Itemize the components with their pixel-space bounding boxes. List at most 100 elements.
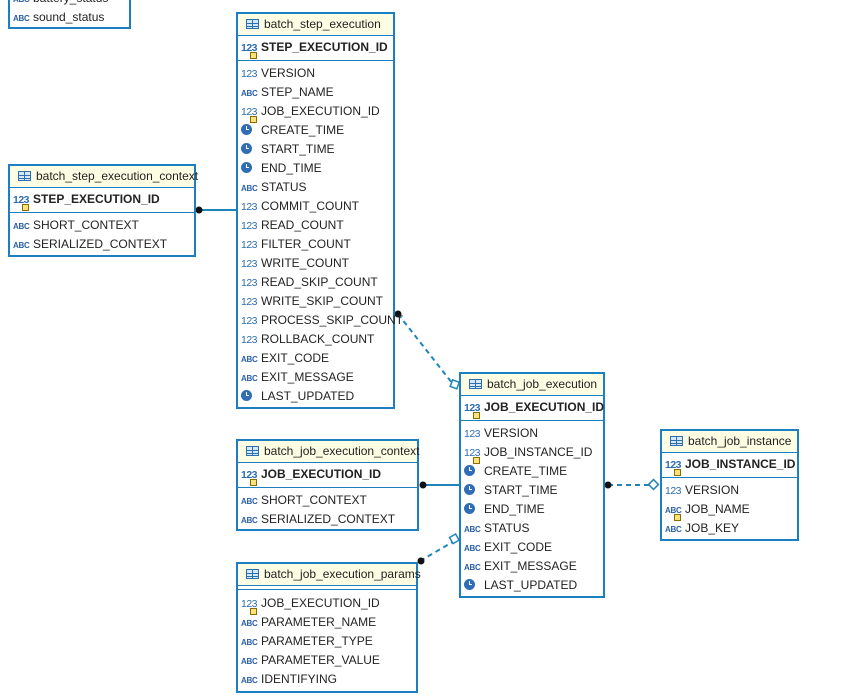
table-icon [469,379,482,389]
entity-title: batch_step_execution [264,17,381,31]
text-type-icon: ABC [241,638,258,647]
number-key-icon: 123 [13,191,30,211]
column-name: SERIALIZED_CONTEXT [33,237,168,251]
clock-icon [241,390,252,401]
table-icon [246,569,259,579]
number-type-icon: 123 [241,277,258,289]
text-type-icon: ABC [241,497,258,506]
number-key-icon: 123 [241,466,258,486]
text-type-icon: ABC [241,89,258,98]
column-name: CREATE_TIME [261,123,345,137]
clock-icon [241,122,257,141]
column-row: CREATE_TIME [238,121,393,140]
column-name: JOB_EXECUTION_ID [261,104,380,118]
column-name: SHORT_CONTEXT [261,493,367,507]
column-name: VERSION [261,66,316,80]
number-type-icon: 123 [241,201,258,213]
column-name: LAST_UPDATED [484,578,578,592]
column-name: COMMIT_COUNT [261,199,359,213]
column-row: END_TIME [461,500,603,519]
number-type-icon: 123 [241,334,258,346]
column-name: VERSION [685,483,740,497]
column-list: ABCbattery_statusABCsound_status [10,0,129,27]
column-row: START_TIME [238,140,393,159]
table-icon [246,19,259,29]
column-name: STEP_EXECUTION_ID [33,192,160,206]
column-name: JOB_EXECUTION_ID [261,467,382,481]
clock-icon [464,463,480,482]
connector-endpoint-diamond [449,378,461,390]
column-name: JOB_KEY [685,521,740,535]
text-type-icon: ABC [241,619,258,628]
column-name: PARAMETER_TYPE [261,634,373,648]
column-name: sound_status [33,10,105,24]
column-name: EXIT_CODE [261,351,330,365]
entity-header: batch_step_execution [238,14,393,36]
text-key-icon: ABC [665,501,682,521]
column-name: VERSION [484,426,539,440]
number-type-icon: 123 [241,68,258,80]
entity-title: batch_job_execution [487,377,598,391]
text-type-icon: ABC [464,563,481,572]
column-name: START_TIME [261,142,335,156]
entity-batch-job-instance[interactable]: batch_job_instance 123 JOB_INSTANCE_ID 12… [660,429,799,541]
number-type-icon: 123 [241,258,258,270]
connector-endpoint-dot [394,310,402,318]
table-icon [246,446,259,456]
entity-top-partial[interactable]: ABCbattery_statusABCsound_status [8,0,131,29]
clock-icon [241,160,257,179]
entity-title: batch_job_execution_params [264,567,421,581]
text-type-icon: ABC [241,184,258,193]
number-type-icon: 123 [464,428,481,440]
number-key-icon: 123 [464,444,481,464]
text-type-icon: ABC [665,525,682,534]
column-row: START_TIME [461,481,603,500]
column-name: CREATE_TIME [484,464,568,478]
primary-key-section [238,586,416,590]
entity-title: batch_job_instance [688,434,792,448]
number-type-icon: 123 [665,485,682,497]
column-name: JOB_EXECUTION_ID [484,400,605,414]
entity-title: batch_step_execution_context [36,169,199,183]
column-name: JOB_NAME [685,502,750,516]
column-name: LAST_UPDATED [261,389,355,403]
clock-icon [464,482,480,501]
number-key-icon: 123 [241,595,258,615]
text-type-icon: ABC [13,241,30,250]
column-name: STATUS [261,180,307,194]
column-name: JOB_INSTANCE_ID [685,457,796,471]
connector-endpoint-diamond [448,533,461,545]
text-type-icon: ABC [241,657,258,666]
connector-endpoint-dot [195,206,203,214]
